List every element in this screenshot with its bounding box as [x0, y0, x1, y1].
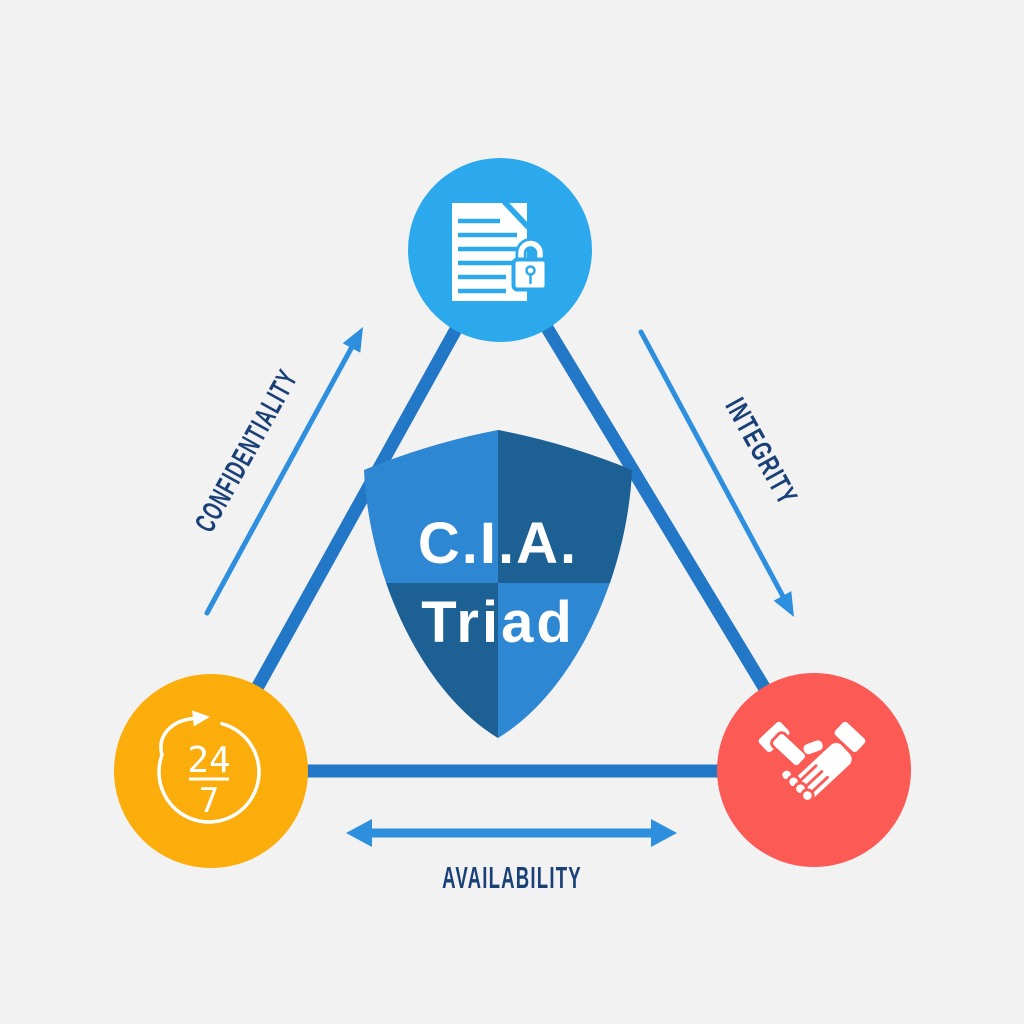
always-on-24-7-icon: 24 7	[157, 710, 261, 824]
availability-label: AVAILABILITY	[442, 860, 582, 895]
integrity-arrow	[638, 329, 794, 617]
edge-integrity-line	[494, 246, 820, 774]
shield-title-line1: C.I.A.	[418, 511, 578, 576]
badge-24: 24	[187, 740, 230, 781]
triangle-edges	[205, 246, 820, 778]
integrity-arrow-shaft	[638, 329, 789, 605]
handshake-icon	[758, 721, 866, 803]
edge-confidentiality-line	[205, 246, 506, 775]
confidentiality-arrow	[204, 327, 363, 616]
confidentiality-arrow-shaft	[204, 342, 356, 616]
node-availability-circle	[114, 674, 308, 868]
availability-arrow	[346, 819, 677, 847]
availability-arrowhead-right-icon	[651, 819, 677, 847]
integrity-arrowhead-icon	[773, 591, 794, 617]
confidentiality-arrowhead-icon	[342, 327, 363, 353]
badge-7: 7	[199, 781, 219, 821]
shield-title-line2: Triad	[421, 590, 575, 655]
direction-arrows	[204, 327, 794, 847]
availability-arrowhead-left-icon	[346, 819, 372, 847]
document-lock-icon	[452, 199, 549, 301]
